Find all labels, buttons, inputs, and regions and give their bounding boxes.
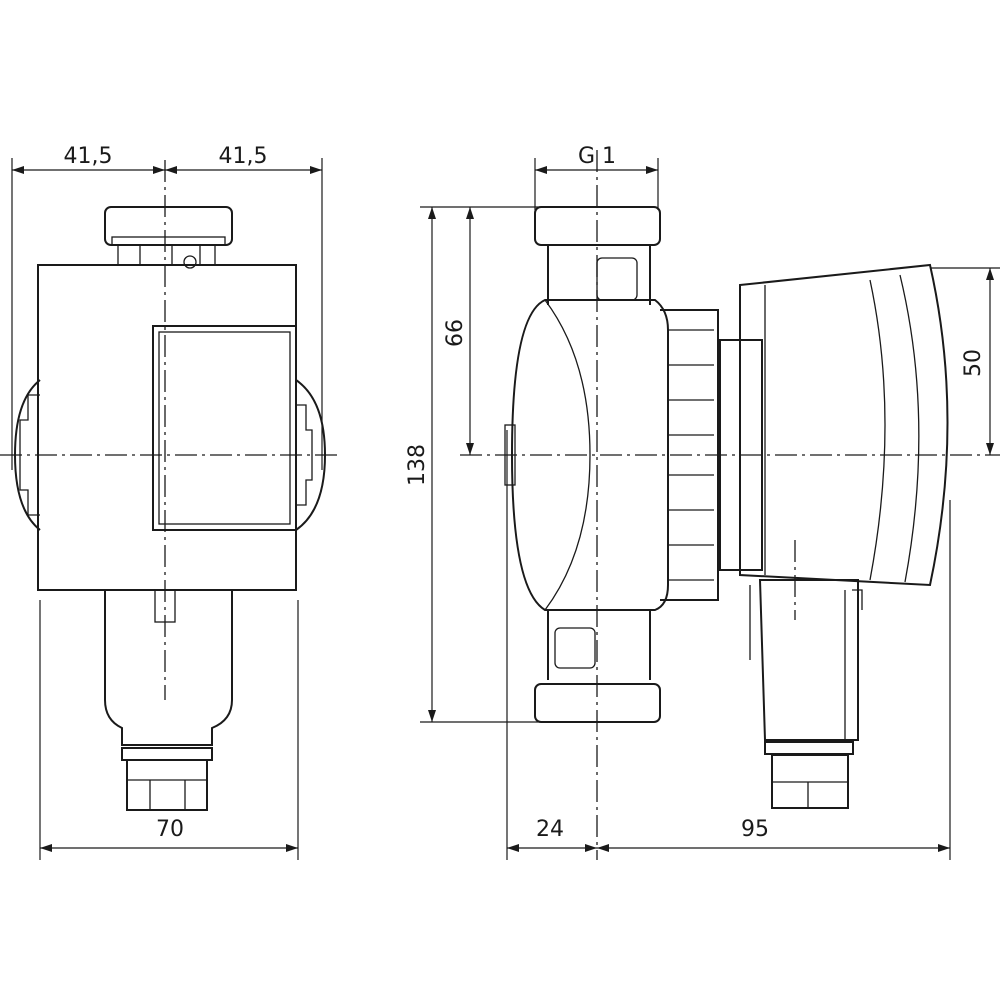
top-union-nut xyxy=(104,206,233,246)
pump-housing xyxy=(510,299,669,611)
dim-label-width: 70 xyxy=(156,817,184,842)
dim-label-thread: G 1 xyxy=(578,144,616,169)
right-volute-steps xyxy=(296,404,313,506)
control-panel-inner xyxy=(158,331,291,525)
plug-collar xyxy=(121,747,213,761)
terminal-details xyxy=(749,585,863,740)
terminal-box xyxy=(104,590,233,746)
dim-label-total-height: 138 xyxy=(405,444,430,486)
front-extension-lines xyxy=(11,158,323,860)
terminal-box xyxy=(758,579,859,741)
motor-body xyxy=(37,264,297,591)
top-neck xyxy=(547,245,651,305)
top-flat xyxy=(596,257,638,301)
side-extension-lines xyxy=(420,158,1000,860)
control-panel xyxy=(152,325,297,531)
vent-screw xyxy=(183,255,197,269)
plug xyxy=(126,759,208,811)
dim-label-head-height: 50 xyxy=(961,349,986,377)
dim-label-top-right: 41,5 xyxy=(219,144,268,169)
plug-collar xyxy=(764,741,854,755)
housing-contour xyxy=(544,299,591,611)
electronic-head xyxy=(739,263,949,587)
top-nut-edge xyxy=(111,236,226,246)
bottom-neck xyxy=(547,610,651,680)
plug-ribs xyxy=(127,779,207,810)
dim-label-top-left: 41,5 xyxy=(64,144,113,169)
bottom-flat xyxy=(554,627,596,669)
head-contours xyxy=(764,274,920,583)
plug-ribs xyxy=(772,781,848,808)
top-neck xyxy=(117,245,216,265)
dim-label-depth: 95 xyxy=(741,817,769,842)
dim-label-upper-height: 66 xyxy=(443,319,468,347)
locking-ring-ribs xyxy=(668,329,714,581)
dim-label-left-offset: 24 xyxy=(536,817,564,842)
side-view: G 1 66 138 50 24 95 xyxy=(405,144,1000,860)
front-view: 41,5 41,5 70 xyxy=(0,144,340,860)
